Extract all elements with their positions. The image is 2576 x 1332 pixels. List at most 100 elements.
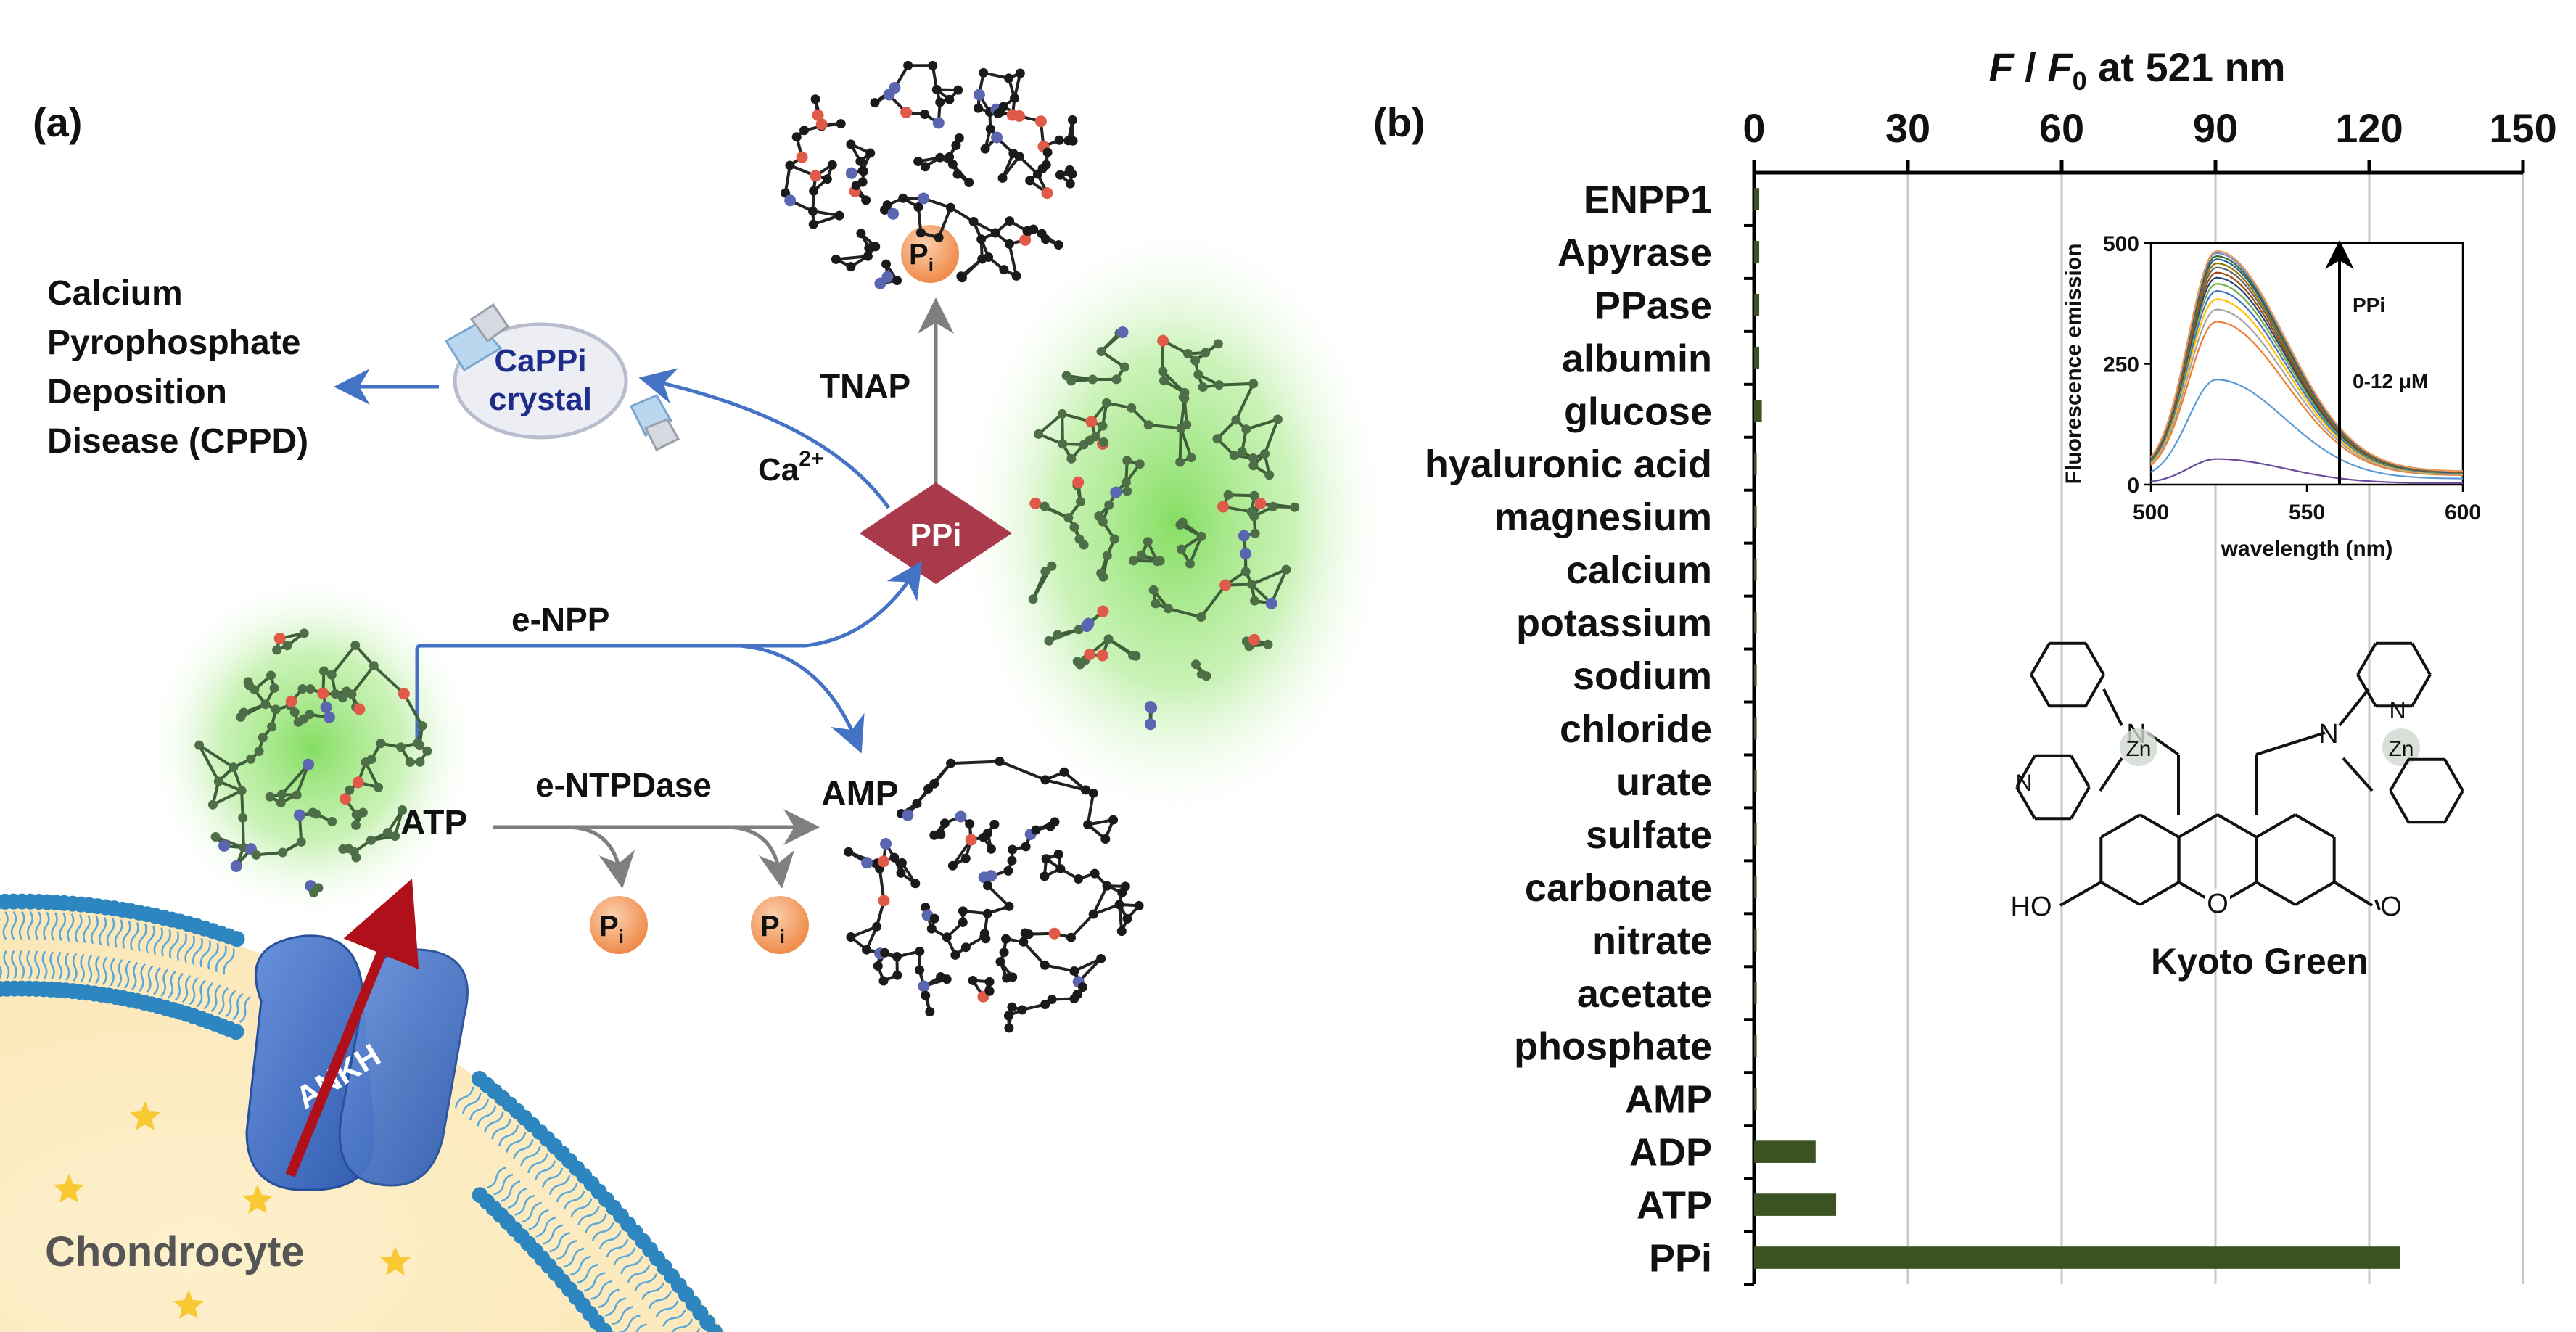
category-label: ADP bbox=[1629, 1131, 1712, 1175]
atom bbox=[1185, 559, 1195, 569]
atom bbox=[1180, 387, 1190, 398]
lipid-tail-outer bbox=[577, 1206, 600, 1225]
atom bbox=[878, 855, 890, 868]
atom bbox=[1250, 596, 1260, 606]
atom bbox=[862, 945, 872, 955]
structure-bond bbox=[2015, 755, 2036, 789]
atom bbox=[942, 932, 952, 942]
bond bbox=[1061, 414, 1064, 444]
crystal-structure-amp bbox=[844, 757, 1144, 1033]
atom bbox=[984, 977, 995, 987]
atom bbox=[951, 140, 961, 150]
pi-2-sub: i bbox=[780, 926, 785, 947]
structure-bond bbox=[2030, 673, 2051, 707]
atom bbox=[1031, 825, 1041, 835]
atom bbox=[1097, 605, 1109, 617]
lipid-tail-outer bbox=[2, 911, 9, 940]
emission-spectrum-curve bbox=[2150, 321, 2464, 477]
atom bbox=[374, 782, 384, 792]
category-label: acetate bbox=[1577, 972, 1712, 1016]
atom bbox=[878, 895, 890, 907]
atom bbox=[1017, 1005, 1027, 1015]
atom bbox=[1177, 517, 1188, 527]
inset-frame bbox=[2149, 242, 2464, 486]
atom bbox=[921, 162, 931, 172]
atom bbox=[799, 126, 810, 136]
atom bbox=[915, 228, 926, 238]
atom bbox=[856, 229, 866, 239]
structure-atom-label: N bbox=[2015, 770, 2032, 796]
atom bbox=[958, 917, 968, 927]
lipid-tail-outer bbox=[43, 911, 50, 940]
pi-circle-2: Pi bbox=[751, 896, 809, 954]
atom bbox=[1155, 556, 1165, 566]
atom bbox=[266, 670, 276, 681]
bond bbox=[1235, 382, 1255, 421]
atom bbox=[935, 97, 945, 107]
atom bbox=[1076, 496, 1086, 506]
lipid-tail-outer bbox=[570, 1198, 593, 1218]
atom bbox=[942, 974, 952, 984]
atom bbox=[1265, 597, 1277, 609]
lipid-tail-inner bbox=[535, 1217, 556, 1238]
atom bbox=[320, 701, 332, 713]
emission-spectrum-curve bbox=[2150, 458, 2463, 484]
lipid-tail-inner bbox=[590, 1280, 613, 1300]
category-label: nitrate bbox=[1592, 919, 1712, 963]
atom bbox=[1119, 362, 1129, 372]
structure-bond bbox=[2178, 813, 2218, 839]
atom bbox=[1098, 572, 1108, 582]
atom bbox=[1151, 599, 1161, 609]
atom bbox=[285, 695, 297, 707]
atom bbox=[935, 152, 945, 163]
lipid-tail-outer bbox=[598, 1230, 622, 1249]
x-tick-label: 0 bbox=[1742, 105, 1765, 151]
bond bbox=[241, 818, 245, 848]
atom bbox=[1069, 966, 1079, 976]
atom bbox=[831, 254, 841, 264]
atom bbox=[784, 194, 797, 207]
category-label: sodium bbox=[1573, 654, 1712, 698]
structure-atom-label: Zn bbox=[2388, 737, 2414, 761]
lipid-tail-inner bbox=[174, 972, 184, 1001]
atom bbox=[1098, 437, 1108, 447]
atom bbox=[932, 117, 945, 129]
inset-x-tick-label: 550 bbox=[2289, 501, 2325, 525]
bond bbox=[999, 760, 1046, 781]
atom bbox=[1029, 224, 1039, 234]
cell-particle-star bbox=[242, 1185, 273, 1214]
bond bbox=[1200, 584, 1227, 618]
atom bbox=[871, 242, 881, 252]
x-tick-label: 90 bbox=[2193, 105, 2238, 151]
lipid-tail-outer bbox=[648, 1291, 672, 1310]
atom bbox=[985, 124, 995, 134]
atom bbox=[945, 202, 955, 213]
atom bbox=[1050, 817, 1060, 827]
lipid-tail-outer bbox=[184, 935, 195, 963]
structure-bond bbox=[2099, 757, 2123, 792]
lipid-tail-inner bbox=[57, 951, 63, 981]
structure-bond bbox=[2015, 786, 2036, 820]
atom bbox=[1040, 1000, 1050, 1010]
bar bbox=[1754, 717, 1757, 740]
structure-bond bbox=[2411, 642, 2432, 676]
lipid-tail-outer bbox=[556, 1183, 578, 1203]
atom bbox=[1137, 550, 1147, 560]
crystal-label-1: CaPPi bbox=[494, 343, 586, 379]
atom bbox=[1019, 937, 1029, 947]
inset-x-label: wavelength (nm) bbox=[2221, 537, 2393, 561]
cell-particle-star bbox=[54, 1174, 84, 1203]
atom bbox=[1128, 556, 1138, 566]
atom bbox=[1175, 457, 1185, 467]
atom bbox=[239, 707, 249, 718]
crystal-shard-2 bbox=[469, 303, 510, 343]
atom bbox=[1264, 470, 1275, 480]
bond bbox=[280, 763, 310, 796]
lipid-tail-inner bbox=[493, 1173, 514, 1196]
bar bbox=[1754, 770, 1757, 793]
inset-x-tick-label: 500 bbox=[2133, 501, 2169, 525]
pi-1-main: P bbox=[599, 910, 619, 942]
atom bbox=[213, 776, 223, 786]
lipid-tail-inner bbox=[583, 1272, 606, 1292]
atom bbox=[318, 666, 329, 676]
